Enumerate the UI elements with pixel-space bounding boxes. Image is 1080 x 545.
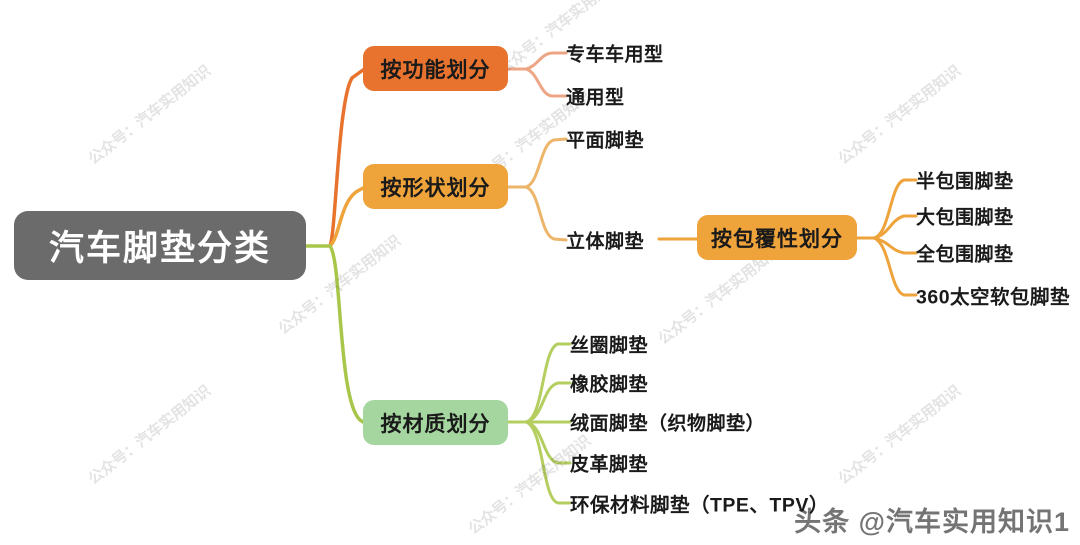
leaf-shape-1[interactable]: 立体脚垫 bbox=[566, 231, 645, 253]
leaf-material-0[interactable]: 丝圈脚垫 bbox=[570, 335, 649, 357]
watermark-tile: 公众号：汽车实用知识 bbox=[85, 62, 215, 168]
branch-node-material-label: 按材质划分 bbox=[380, 412, 491, 436]
connector-shape-leaf-1 bbox=[524, 185, 568, 242]
connector-coverage-leaf-0 bbox=[872, 178, 918, 240]
connector-function-leaf-1 bbox=[524, 67, 568, 98]
root-node-label: 汽车脚垫分类 bbox=[48, 229, 271, 268]
connector-material-leaf-1 bbox=[524, 381, 572, 424]
watermark-tile: 公众号：汽车实用知识 bbox=[85, 382, 215, 488]
mindmap-root-node[interactable]: 汽车脚垫分类 bbox=[14, 211, 306, 280]
connector-root-to-shape bbox=[328, 186, 365, 248]
leaf-material-1[interactable]: 橡胶脚垫 bbox=[570, 374, 649, 396]
leaf-material-2[interactable]: 绒面脚垫（织物脚垫） bbox=[570, 413, 766, 435]
leaf-shape-0[interactable]: 平面脚垫 bbox=[566, 130, 645, 152]
leaf-coverage-0[interactable]: 半包围脚垫 bbox=[916, 171, 1014, 193]
connector-coverage-leaf-1 bbox=[872, 214, 918, 240]
watermark-tile: 公众号：汽车实用知识 bbox=[835, 382, 965, 488]
connector-material-leaf-4 bbox=[524, 420, 572, 505]
watermark-tile: 公众号：汽车实用知识 bbox=[835, 62, 965, 168]
connector-material-leaf-3 bbox=[524, 420, 572, 465]
branch-node-material[interactable]: 按材质划分 bbox=[363, 400, 508, 445]
connector-root-to-material bbox=[328, 244, 365, 424]
branch-node-shape[interactable]: 按形状划分 bbox=[363, 164, 508, 209]
connector-shape-leaf-0 bbox=[524, 137, 568, 189]
connector-function-leaf-0 bbox=[524, 51, 568, 71]
leaf-coverage-3[interactable]: 360太空软包脚垫 bbox=[916, 286, 1071, 309]
connector-material-leaf-0 bbox=[524, 342, 572, 424]
branch-node-coverage[interactable]: 按包覆性划分 bbox=[697, 215, 857, 260]
watermark-tile: 公众号：汽车实用知识 bbox=[465, 432, 595, 538]
branch-node-coverage-label: 按包覆性划分 bbox=[711, 227, 843, 251]
leaf-function-0[interactable]: 专车车用型 bbox=[566, 44, 664, 66]
connector-root-to-function bbox=[328, 68, 365, 248]
branch-node-function[interactable]: 按功能划分 bbox=[363, 46, 508, 91]
leaf-function-1[interactable]: 通用型 bbox=[566, 87, 625, 109]
channel-watermark: 头条 @汽车实用知识1 bbox=[794, 507, 1070, 537]
connector-coverage-leaf-2 bbox=[872, 236, 918, 255]
branch-node-shape-label: 按形状划分 bbox=[380, 176, 491, 200]
leaf-material-3[interactable]: 皮革脚垫 bbox=[570, 454, 649, 476]
leaf-coverage-2[interactable]: 全包围脚垫 bbox=[916, 244, 1014, 266]
leaf-material-4[interactable]: 环保材料脚垫（TPE、TPV） bbox=[570, 494, 829, 517]
leaf-coverage-1[interactable]: 大包围脚垫 bbox=[916, 207, 1014, 229]
branch-node-function-label: 按功能划分 bbox=[380, 58, 491, 82]
connector-coverage-leaf-3 bbox=[872, 236, 918, 297]
